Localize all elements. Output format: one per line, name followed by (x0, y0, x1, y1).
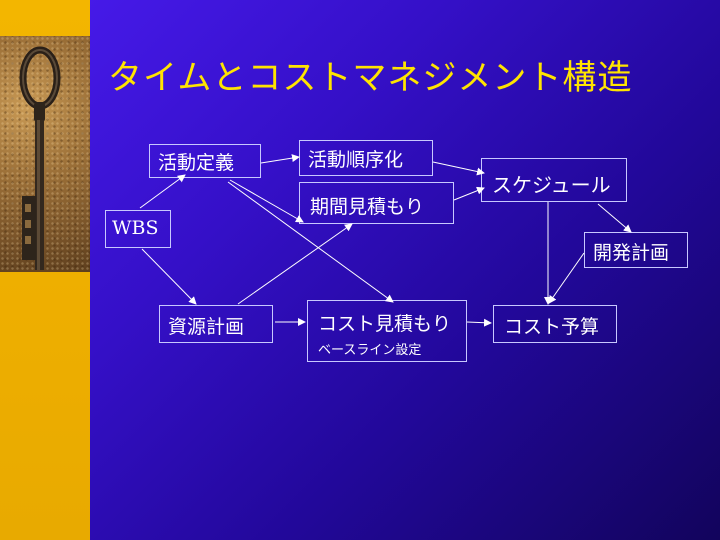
node-duration-estimate: 期間見積もり (299, 182, 454, 224)
slide-title: タイムとコストマネジメント構造 (108, 58, 633, 98)
node-label: 活動順序化 (308, 149, 404, 171)
node-cost-budget: コスト予算 (493, 305, 617, 343)
node-label: WBS (112, 217, 159, 239)
node-schedule-development: 開発計画 (584, 232, 688, 268)
arrow-wbs-to-resource-planning (141, 248, 197, 305)
node-schedule: スケジュール (481, 158, 627, 202)
node-activity-definition: 活動定義 (149, 144, 261, 178)
arrow-schedule-to-development (597, 203, 632, 233)
node-wbs: WBS (105, 210, 171, 248)
old-key-icon (19, 46, 61, 270)
node-label: コスト見積もり (318, 313, 452, 335)
node-label: スケジュール (492, 173, 611, 197)
node-label: コスト予算 (504, 316, 600, 338)
arrow-activity-definition-to-sequence (260, 154, 300, 164)
arrow-duration-to-schedule (453, 186, 485, 201)
node-label: 資源計画 (168, 316, 245, 338)
key-photo (0, 36, 90, 272)
node-sublabel: ベースライン設定 (318, 343, 422, 358)
node-resource-planning: 資源計画 (159, 305, 273, 343)
arrow-activity-definition-to-duration (229, 179, 304, 223)
node-cost-estimate: コスト見積もり ベースライン設定 (307, 300, 467, 362)
arrow-resource-planning-to-duration (237, 223, 353, 305)
node-label: 期間見積もり (310, 196, 425, 218)
arrow-wbs-to-activity-definition (139, 174, 186, 209)
arrow-sequence-to-schedule (432, 161, 485, 176)
arrow-development-to-cost-budget (548, 252, 585, 304)
node-label: 開発計画 (593, 242, 670, 264)
arrow-cost-estimate-to-cost-budget (466, 318, 492, 327)
arrow-activity-definition-to-cost-estimate (227, 181, 394, 303)
node-label: 活動定義 (158, 152, 235, 174)
